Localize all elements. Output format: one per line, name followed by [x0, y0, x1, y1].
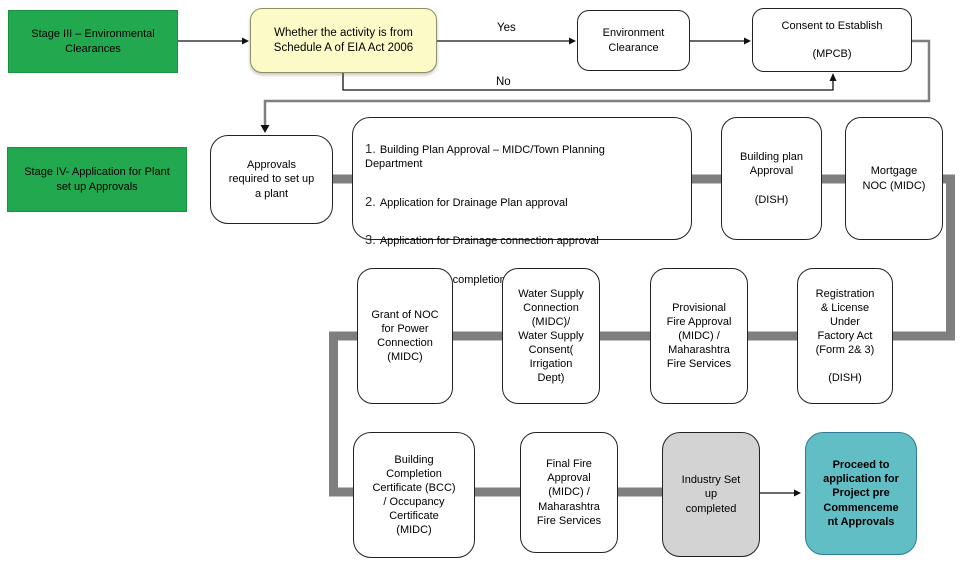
node-environment-clearance: Environment Clearance	[577, 10, 690, 71]
edge-label-yes: Yes	[497, 22, 516, 34]
node-mortgage-noc-midc: Mortgage NOC (MIDC)	[845, 117, 943, 240]
list-item-text: Application for Drainage connection appr…	[379, 235, 599, 248]
arrowhead-envclearance	[569, 37, 576, 45]
list-item-text: Application for Drainage Plan approval	[379, 196, 568, 209]
arrowhead-consent	[744, 37, 751, 45]
node-stage4-plant-setup-approvals: Stage IV- Application for Plant set up A…	[7, 147, 187, 212]
arrowhead-consent-no	[829, 73, 837, 81]
node-approvals-required: Approvals required to set up a plant	[210, 135, 333, 224]
list-item-number: 2.	[365, 193, 376, 209]
node-building-completion-certificate: Building Completion Certificate (BCC) / …	[353, 432, 475, 558]
node-approvals-list: 1.Building Plan Approval – MIDC/Town Pla…	[352, 117, 692, 286]
edge-label-no: No	[496, 76, 511, 88]
connector-mortgage-to-registration	[893, 174, 955, 341]
list-item: 2.Application for Drainage Plan approval	[365, 194, 679, 211]
node-provisional-fire-approval: Provisional Fire Approval (MIDC) / Mahar…	[650, 268, 748, 404]
node-industry-setup-completed: Industry Set up completed	[662, 432, 760, 557]
arrowhead-into-approvals	[260, 125, 270, 133]
list-item-text: Building Plan Approval – MIDC/Town Plann…	[365, 144, 605, 170]
arrowhead-proceed	[794, 489, 801, 497]
node-water-supply: Water Supply Connection (MIDC)/ Water Su…	[502, 268, 600, 404]
node-stage3-environmental-clearances: Stage III – Environmental Clearances	[8, 10, 178, 73]
node-decision-schedule-a-eia: Whether the activity is from Schedule A …	[250, 8, 437, 73]
arrowhead-decision	[242, 37, 249, 45]
node-grant-noc-power: Grant of NOC for Power Connection (MIDC)	[357, 268, 453, 404]
arrow-no-to-consent	[342, 73, 834, 91]
node-building-plan-approval-dish: Building plan Approval (DISH)	[721, 117, 822, 240]
list-item: 1.Building Plan Approval – MIDC/Town Pla…	[365, 141, 679, 172]
node-registration-license-factory-act: Registration & License Under Factory Act…	[797, 268, 893, 404]
connector-grant-to-bcc	[329, 331, 357, 497]
node-proceed-pre-commencement: Proceed to application for Project pre C…	[805, 432, 917, 555]
connector-consent-to-approvals	[263, 39, 931, 125]
node-final-fire-approval: Final Fire Approval (MIDC) / Maharashtra…	[520, 432, 618, 553]
list-item-number: 1.	[365, 141, 376, 157]
node-consent-to-establish-mpcb: Consent to Establish (MPCB)	[752, 8, 912, 72]
list-item: 3.Application for Drainage connection ap…	[365, 232, 679, 249]
list-item-number: 3.	[365, 232, 376, 248]
